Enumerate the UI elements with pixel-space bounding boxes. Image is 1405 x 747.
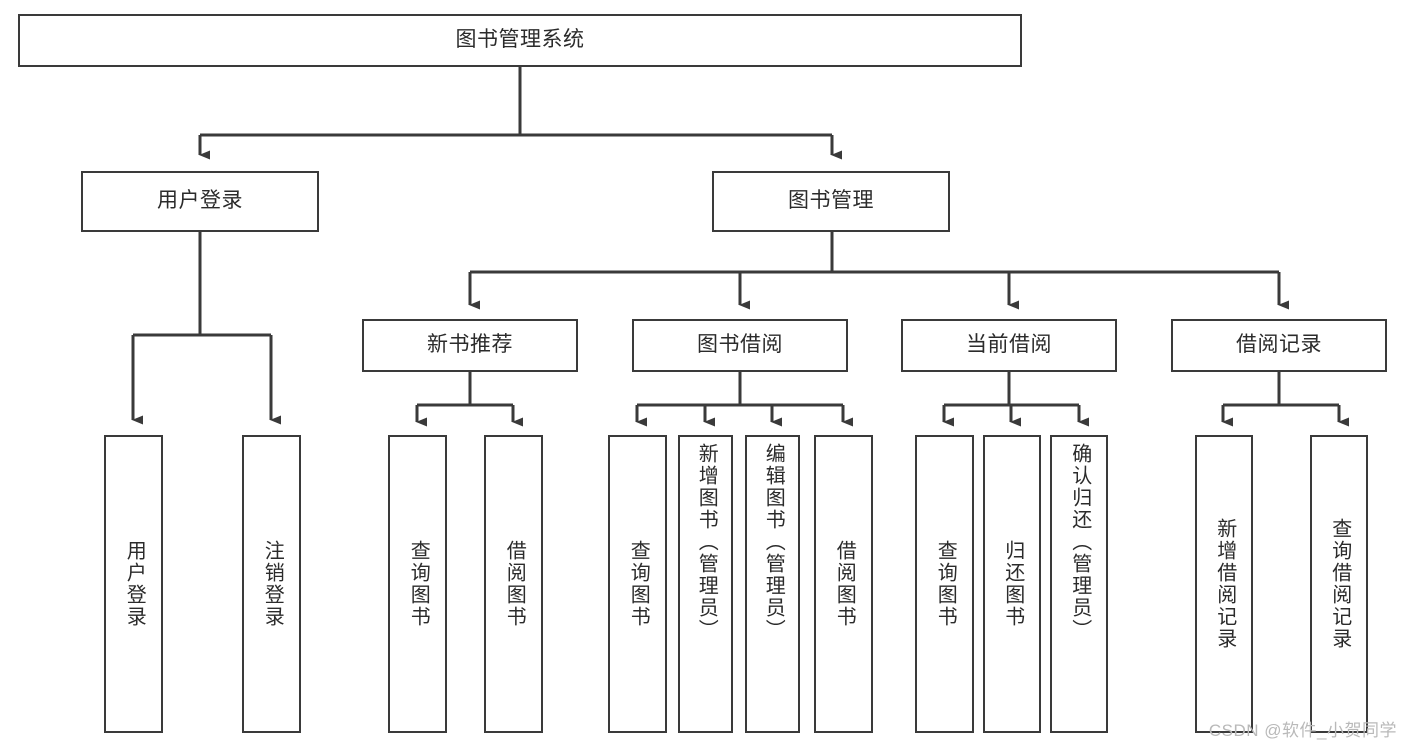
leaf-current-confirm-return[interactable]: 确认归还（管理员）: [1050, 435, 1108, 733]
leaf-new-book-borrow[interactable]: 借阅图书: [484, 435, 543, 733]
node-current-borrow[interactable]: 当前借阅: [901, 319, 1117, 372]
node-book-borrow-label: 图书借阅: [697, 333, 783, 357]
leaf-new-book-query[interactable]: 查询图书: [388, 435, 447, 733]
leaf-borrow-borrow-book[interactable]: 借阅图书: [814, 435, 873, 733]
node-new-book-recommend-label: 新书推荐: [427, 333, 513, 357]
leaf-borrow-add-book-label: 新增图书（管理员）: [695, 443, 718, 641]
leaf-current-confirm-return-label: 确认归还（管理员）: [1068, 443, 1091, 641]
leaf-current-return-label: 归还图书: [1001, 540, 1024, 628]
node-borrow-record[interactable]: 借阅记录: [1171, 319, 1387, 372]
leaf-borrow-query[interactable]: 查询图书: [608, 435, 667, 733]
leaf-borrow-borrow-book-label: 借阅图书: [833, 540, 856, 628]
leaf-current-query-label: 查询图书: [934, 540, 957, 628]
leaf-user-login-logout-label: 注销登录: [261, 540, 284, 628]
node-book-management[interactable]: 图书管理: [712, 171, 950, 232]
node-user-login-label: 用户登录: [157, 189, 243, 213]
node-book-management-label: 图书管理: [788, 189, 874, 213]
leaf-borrow-add-book[interactable]: 新增图书（管理员）: [678, 435, 733, 733]
leaf-user-login-login-label: 用户登录: [123, 540, 146, 628]
leaf-new-book-borrow-label: 借阅图书: [503, 540, 526, 628]
leaf-new-book-query-label: 查询图书: [407, 540, 430, 628]
leaf-user-login-logout[interactable]: 注销登录: [242, 435, 301, 733]
node-root-label: 图书管理系统: [455, 28, 585, 52]
leaf-current-return[interactable]: 归还图书: [983, 435, 1041, 733]
node-user-login[interactable]: 用户登录: [81, 171, 319, 232]
node-borrow-record-label: 借阅记录: [1236, 333, 1322, 357]
leaf-borrow-edit-book-label: 编辑图书（管理员）: [762, 443, 785, 641]
leaf-record-add[interactable]: 新增借阅记录: [1195, 435, 1253, 733]
node-current-borrow-label: 当前借阅: [966, 333, 1052, 357]
node-new-book-recommend[interactable]: 新书推荐: [362, 319, 578, 372]
node-root[interactable]: 图书管理系统: [18, 14, 1022, 67]
leaf-record-query-label: 查询借阅记录: [1328, 518, 1351, 650]
leaf-borrow-query-label: 查询图书: [627, 540, 650, 628]
leaf-borrow-edit-book[interactable]: 编辑图书（管理员）: [745, 435, 800, 733]
leaf-record-query[interactable]: 查询借阅记录: [1310, 435, 1368, 733]
node-book-borrow[interactable]: 图书借阅: [632, 319, 848, 372]
leaf-record-add-label: 新增借阅记录: [1213, 518, 1236, 650]
leaf-current-query[interactable]: 查询图书: [915, 435, 974, 733]
leaf-user-login-login[interactable]: 用户登录: [104, 435, 163, 733]
